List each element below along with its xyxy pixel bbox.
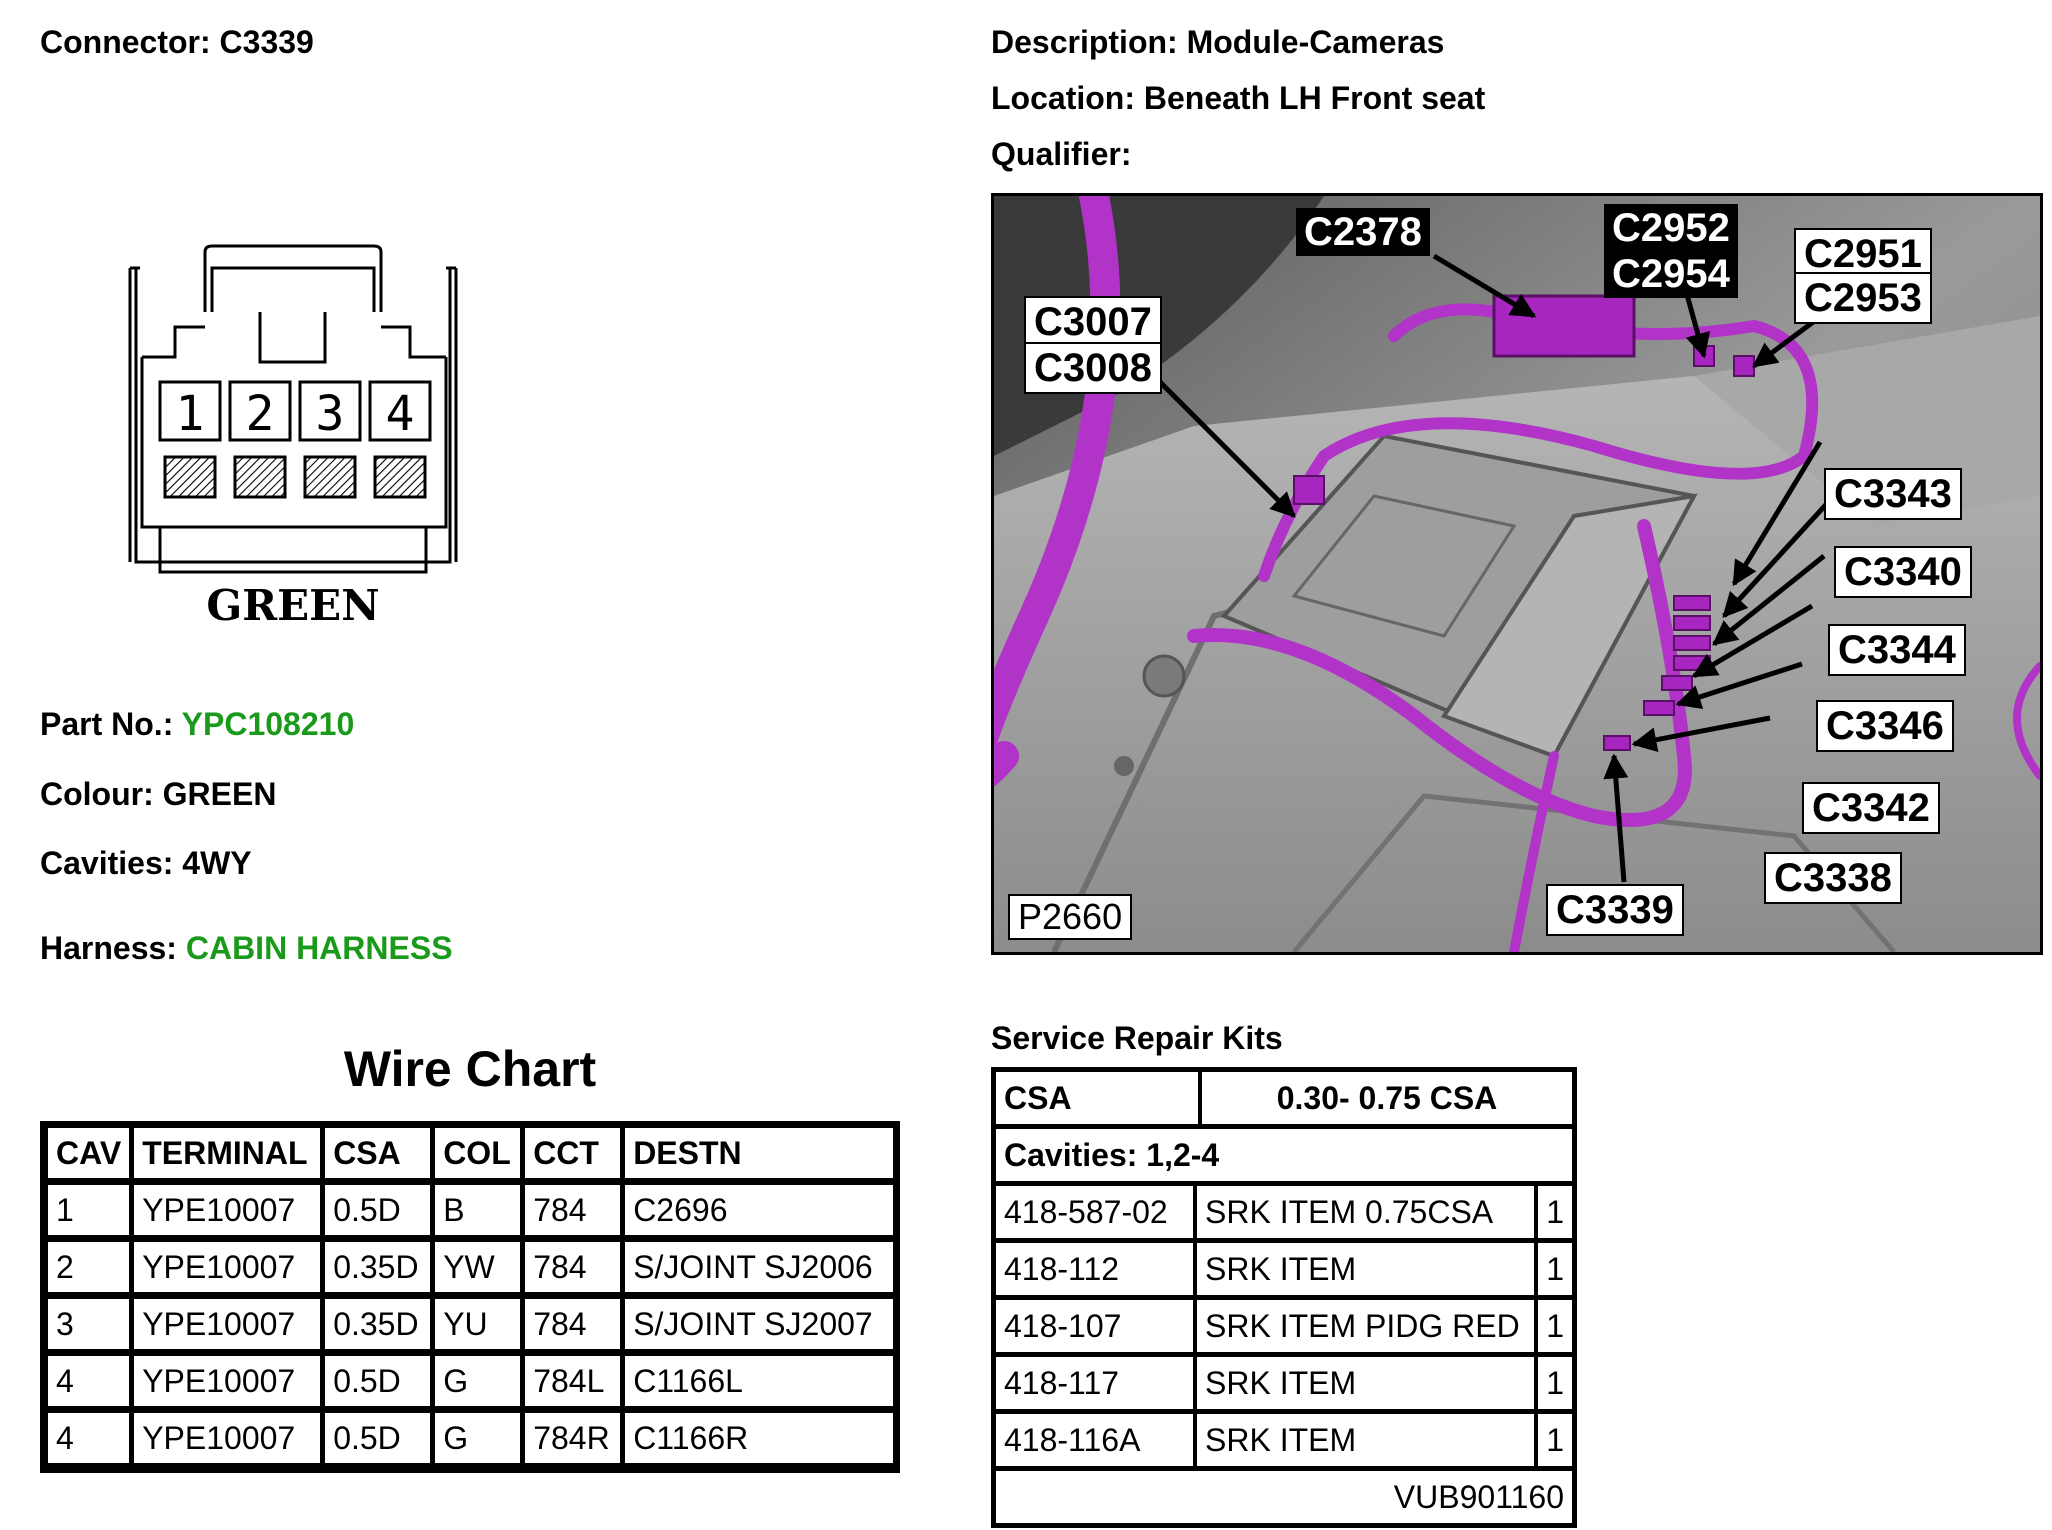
colour-value: GREEN bbox=[162, 776, 277, 812]
terminal-3 bbox=[303, 455, 357, 499]
location-photo: C2378 C2952 C2954 C2951 C2953 C3007 C300… bbox=[991, 193, 2043, 955]
callout-c2378: C2378 bbox=[1296, 208, 1430, 256]
harness: Harness: CABIN HARNESS bbox=[40, 930, 453, 966]
callout-c3008: C3008 bbox=[1024, 342, 1162, 394]
repair-kits-cavities: Cavities: 1,2-4 bbox=[996, 1129, 1572, 1186]
terminal-2 bbox=[233, 455, 287, 499]
location-value: Beneath LH Front seat bbox=[1143, 80, 1486, 116]
pin-label-4: 4 bbox=[386, 386, 415, 442]
table-row: 418-587-02 SRK ITEM 0.75CSA 1 bbox=[996, 1186, 1572, 1243]
callout-c3007: C3007 bbox=[1024, 296, 1162, 348]
table-row: 418-117 SRK ITEM 1 bbox=[996, 1357, 1572, 1414]
harness-value: CABIN HARNESS bbox=[185, 930, 453, 966]
col-cav: CAV bbox=[45, 1126, 132, 1183]
callout-c3342: C3342 bbox=[1802, 782, 1940, 834]
csa-range: 0.30- 0.75 CSA bbox=[1276, 1079, 1498, 1116]
col-destn: DESTN bbox=[622, 1126, 896, 1183]
cavities-value: 4WY bbox=[182, 845, 252, 881]
repair-kits-table: CSA 0.30- 0.75 CSA Cavities: 1,2-4 418-5… bbox=[991, 1067, 1577, 1528]
table-row: 418-116A SRK ITEM 1 bbox=[996, 1414, 1572, 1471]
cavities: Cavities: 4WY bbox=[40, 845, 252, 881]
callout-c3346: C3346 bbox=[1816, 700, 1954, 752]
table-row: 418-107 SRK ITEM PIDG RED 1 bbox=[996, 1300, 1572, 1357]
col-col: COL bbox=[432, 1126, 523, 1183]
description-heading: Description: Module-Cameras bbox=[991, 24, 1445, 60]
col-csa: CSA bbox=[322, 1126, 433, 1183]
callout-c2953: C2953 bbox=[1794, 272, 1932, 324]
col-terminal: TERMINAL bbox=[131, 1126, 323, 1183]
qualifier-heading: Qualifier: bbox=[991, 136, 1132, 172]
connector-id: C3339 bbox=[219, 24, 314, 60]
wire-chart-title: Wire Chart bbox=[343, 1041, 597, 1097]
repair-kits-footer: VUB901160 bbox=[996, 1471, 1572, 1523]
callout-c3343: C3343 bbox=[1824, 468, 1962, 520]
callout-c2952: C2952 bbox=[1604, 204, 1738, 252]
connector-heading: Connector: C3339 bbox=[40, 24, 314, 60]
location-heading: Location: Beneath LH Front seat bbox=[991, 80, 1486, 116]
table-row: 418-112 SRK ITEM 1 bbox=[996, 1243, 1572, 1300]
repair-kits-header: CSA 0.30- 0.75 CSA bbox=[996, 1072, 1572, 1129]
callout-c3339: C3339 bbox=[1546, 884, 1684, 936]
pin-label-1: 1 bbox=[176, 386, 205, 442]
callout-c3338: C3338 bbox=[1764, 852, 1902, 904]
callout-c2954: C2954 bbox=[1604, 250, 1738, 298]
wire-chart-header: CAV TERMINAL CSA COL CCT DESTN bbox=[45, 1126, 896, 1183]
part-number: Part No.: YPC108210 bbox=[40, 706, 355, 742]
pin-label-3: 3 bbox=[316, 386, 345, 442]
connector-face-diagram: 1 2 3 4 GREEN bbox=[128, 244, 458, 630]
photo-id-label: P2660 bbox=[1008, 894, 1133, 940]
description-value: Module-Cameras bbox=[1186, 24, 1445, 60]
kit-reference: VUB901160 bbox=[1393, 1478, 1564, 1515]
colour: Colour: GREEN bbox=[40, 776, 277, 812]
csa-label: CSA bbox=[996, 1072, 1202, 1124]
terminal-1 bbox=[163, 455, 217, 499]
col-cct: CCT bbox=[522, 1126, 623, 1183]
part-number-value: YPC108210 bbox=[181, 706, 355, 742]
terminal-4 bbox=[373, 455, 427, 499]
callout-c3340: C3340 bbox=[1834, 546, 1972, 598]
connector-colour-label: GREEN bbox=[206, 581, 379, 630]
repair-kits-title: Service Repair Kits bbox=[991, 1020, 1283, 1056]
pin-label-2: 2 bbox=[246, 386, 275, 442]
callout-c3344: C3344 bbox=[1828, 624, 1966, 676]
